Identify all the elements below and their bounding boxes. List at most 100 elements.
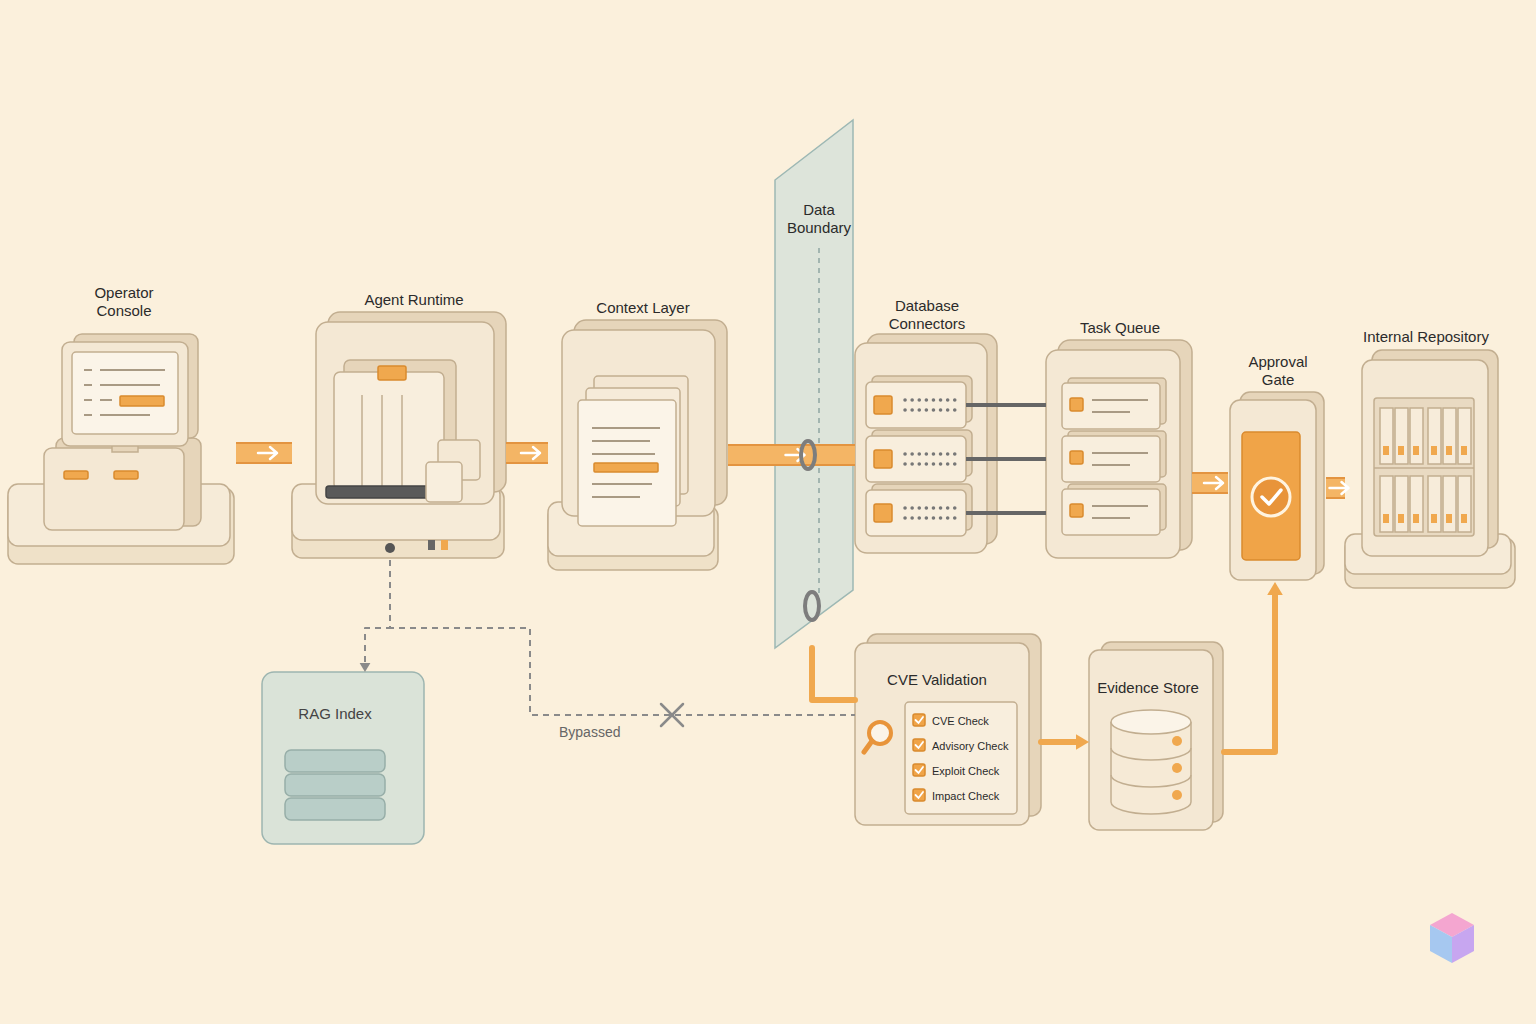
connector — [1224, 582, 1283, 752]
connectors-illustration — [874, 396, 892, 414]
evidence-illustration — [1089, 642, 1223, 830]
connectors-illustration — [866, 436, 966, 482]
connector — [998, 513, 1046, 514]
context-illustration — [592, 496, 640, 498]
queue-illustration — [1070, 504, 1083, 517]
evidence-illustration — [1111, 722, 1191, 814]
boundary-glass — [775, 120, 853, 648]
queue-illustration — [1092, 411, 1130, 413]
cve-illustration — [913, 789, 925, 801]
connectors-illustration — [966, 405, 999, 513]
queue-illustration — [1046, 340, 1192, 558]
console-illustration — [8, 334, 234, 564]
component-box: Approval Gate — [1228, 352, 1326, 582]
gate-illustration — [1252, 478, 1290, 516]
component-label: Database Connectors — [877, 297, 977, 333]
context-illustration — [592, 428, 660, 497]
cve-illustration — [864, 741, 872, 752]
arrow-head — [1204, 477, 1223, 489]
connector — [1192, 472, 1228, 494]
repository-illustration — [1413, 446, 1419, 455]
runtime-illustration — [362, 395, 402, 486]
context-illustration — [592, 453, 655, 455]
repository-illustration — [1398, 446, 1404, 455]
edge-label: Bypassed — [556, 723, 623, 741]
component-box: Internal Repository — [1345, 326, 1517, 588]
repository-illustration — [1428, 476, 1441, 532]
cve-illustration — [916, 742, 924, 748]
connector — [998, 511, 1046, 515]
repository-illustration — [1431, 514, 1437, 523]
component-label: Approval Gate — [1235, 353, 1321, 389]
component-label: CVE Validation — [862, 671, 1012, 689]
component-label: Operator Console — [74, 284, 174, 320]
connectors-illustration — [905, 516, 955, 520]
queue-illustration — [1092, 517, 1130, 519]
repository-illustration — [1458, 408, 1471, 464]
component-box: Agent Runtime — [292, 288, 506, 560]
connectors-illustration — [874, 450, 892, 468]
console-illustration — [84, 369, 92, 371]
component-box: Database Connectors — [855, 294, 998, 554]
queue-illustration — [1062, 383, 1160, 429]
evidence-illustration — [1089, 650, 1213, 830]
connectors-illustration — [855, 334, 999, 553]
boundary-ring — [801, 441, 815, 469]
repository-illustration — [1410, 476, 1423, 532]
queue-illustration — [1070, 398, 1083, 411]
component-label: Context Layer — [558, 299, 728, 317]
component-label: Task Queue — [1050, 319, 1190, 337]
watermark-logo — [1452, 925, 1474, 963]
console-illustration — [84, 370, 165, 415]
connectors-illustration — [966, 457, 999, 461]
arrow-head — [521, 447, 540, 459]
connector — [390, 560, 855, 715]
rag-illustration — [262, 672, 424, 844]
console-illustration — [62, 342, 188, 446]
runtime-illustration — [385, 543, 395, 553]
console-illustration — [44, 448, 184, 530]
connector — [998, 459, 1046, 460]
queue-illustration — [1092, 399, 1148, 401]
watermark-logo — [1430, 913, 1474, 963]
arrow-head — [360, 663, 371, 672]
repository-illustration — [1443, 408, 1456, 464]
connectors-illustration — [966, 403, 999, 407]
runtime-illustration — [426, 462, 462, 502]
console-illustration — [100, 369, 165, 371]
component-box: Task Queue — [1046, 316, 1192, 558]
cve-illustration — [916, 792, 924, 798]
console-illustration — [72, 352, 178, 434]
connector — [506, 442, 548, 464]
repository-illustration — [1374, 398, 1474, 536]
runtime-illustration — [292, 312, 506, 558]
queue-illustration — [1070, 451, 1083, 464]
connector — [1041, 734, 1089, 750]
connectors-illustration — [905, 408, 955, 412]
console-illustration — [120, 396, 164, 406]
boundary-ring — [805, 592, 819, 620]
connector — [506, 444, 548, 462]
connector — [728, 449, 855, 461]
gate-illustration — [1230, 392, 1324, 580]
repository-illustration — [1413, 514, 1419, 523]
repository-illustration — [1383, 514, 1389, 523]
repository-illustration — [1431, 446, 1437, 455]
console-illustration — [114, 471, 138, 479]
connectors-illustration — [905, 506, 955, 510]
connector — [812, 648, 855, 700]
connector — [1192, 474, 1228, 492]
repository-illustration — [1395, 408, 1408, 464]
repository-illustration — [1461, 514, 1467, 523]
repository-illustration — [1380, 476, 1393, 532]
evidence-illustration — [1111, 748, 1191, 760]
component-box: Data Boundary — [775, 120, 853, 648]
connector — [1326, 482, 1349, 494]
context-illustration — [578, 400, 676, 526]
component-box: RAG Index — [262, 672, 426, 845]
queue-illustration — [1062, 489, 1160, 535]
connectors-illustration — [905, 462, 955, 466]
connector — [998, 403, 1046, 407]
